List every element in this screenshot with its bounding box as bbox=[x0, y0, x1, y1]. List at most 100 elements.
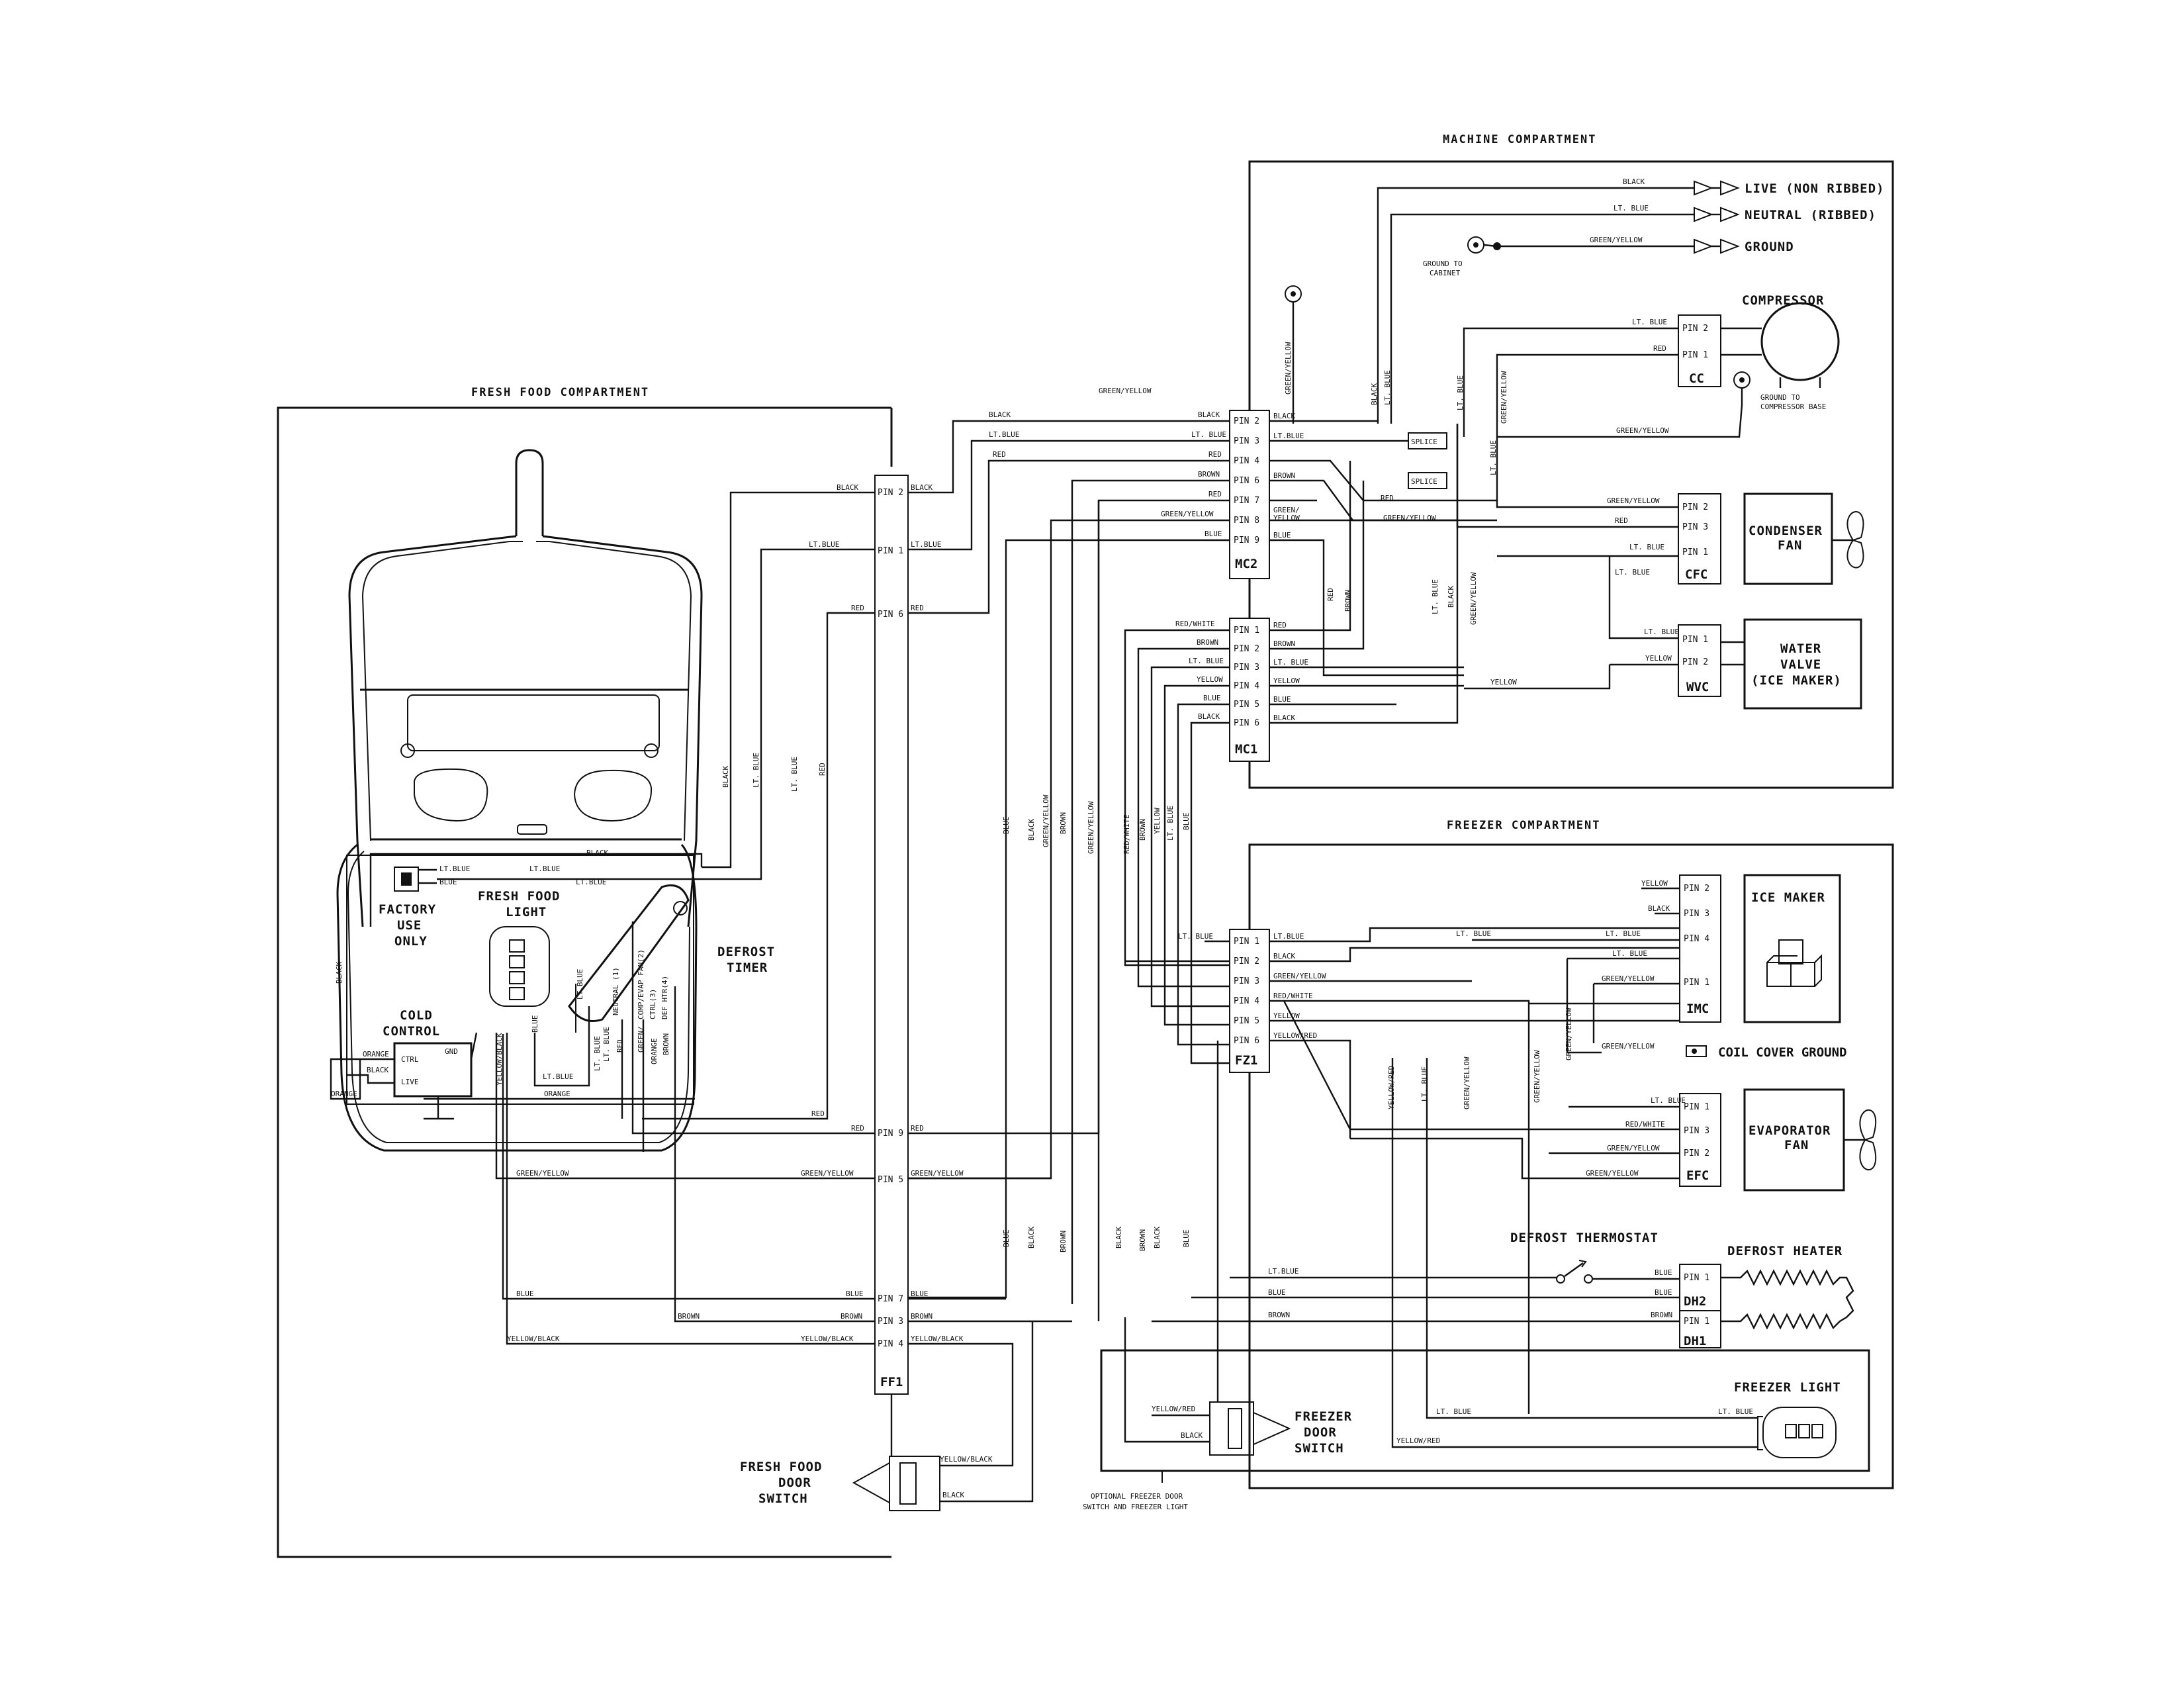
ice-maker-box bbox=[1743, 874, 1841, 1023]
fresh-food-light-icon bbox=[489, 926, 550, 1007]
svg-text:PIN 9: PIN 9 bbox=[1234, 536, 1259, 545]
wire-label-h-gy-top: GREEN/YELLOW bbox=[1099, 387, 1152, 395]
wire-label-v-ltblue-h: LT. BLUE bbox=[1166, 806, 1175, 841]
wire-label-ff1r-black: BLACK bbox=[911, 483, 933, 492]
fresh-food-light-label-2: LIGHT bbox=[506, 905, 547, 919]
fresh-food-door-switch-icon bbox=[852, 1456, 940, 1511]
wire-label-ff1r-red: RED bbox=[911, 604, 924, 612]
wire-label-v-black-l3: BLACK bbox=[1153, 1227, 1161, 1248]
svg-text:PIN 4: PIN 4 bbox=[1234, 456, 1259, 466]
wire-label-fz-ltblue: LT.BLUE bbox=[1273, 932, 1304, 941]
wire-label-v-blue-h2: BLUE bbox=[1182, 813, 1191, 831]
mc1-name: MC1 bbox=[1235, 742, 1257, 757]
dh1-pin-1: PIN 1 bbox=[1684, 1317, 1709, 1327]
imc-pin-4: PIN 4 bbox=[1684, 934, 1709, 944]
wire-label-v-black-a: BLACK bbox=[1370, 383, 1379, 405]
wire-label-v-black-l1: BLACK bbox=[1027, 1227, 1036, 1248]
svg-text:PIN 7: PIN 7 bbox=[1234, 496, 1259, 506]
defrost-timer-icon bbox=[568, 884, 690, 1033]
wire-label-cc-orange-a: ORANGE bbox=[363, 1050, 389, 1058]
wvc-name: WVC bbox=[1686, 680, 1709, 694]
wire-label-fz-yellow: YELLOW bbox=[1273, 1011, 1300, 1020]
wire-label-fds-yellowred: YELLOW/RED bbox=[1152, 1405, 1195, 1413]
compressor-icon bbox=[1760, 302, 1840, 381]
wire-label-ltblue-cfc1: LT. BLUE bbox=[1629, 543, 1664, 551]
svg-text:PIN 8: PIN 8 bbox=[1234, 516, 1259, 526]
compressor-label: COMPRESSOR bbox=[1742, 293, 1824, 308]
ground-cabinet-label-2: CABINET bbox=[1430, 269, 1461, 277]
svg-text:PIN 3: PIN 3 bbox=[1234, 663, 1259, 673]
power-lines bbox=[1377, 180, 1740, 424]
wire-label-mc2l-ltblue: LT. BLUE bbox=[1191, 430, 1226, 439]
wire-label-ff1l-red9: RED bbox=[851, 1124, 864, 1133]
optional-freezer-box bbox=[1100, 1349, 1870, 1472]
wire-label-ff1l-blue7: BLUE bbox=[846, 1289, 864, 1298]
wire-label-v-black-ffl: BLACK bbox=[721, 766, 730, 788]
svg-text:PIN 4: PIN 4 bbox=[1234, 681, 1259, 691]
wvc-pin-2: PIN 2 bbox=[1682, 657, 1708, 667]
wire-label-light-blue: BLUE bbox=[531, 1015, 539, 1033]
ground-compressor-icon bbox=[1497, 371, 1751, 438]
wire-label-cc-ltblue: LT.BLUE bbox=[543, 1072, 573, 1081]
fz1-name: FZ1 bbox=[1235, 1053, 1257, 1068]
wire-label-mc1-black: BLACK bbox=[1273, 714, 1295, 722]
wire-label-mc2l-brown: BROWN bbox=[1198, 470, 1220, 479]
wire-label-mc2-brown: BROWN bbox=[1273, 471, 1295, 480]
wire-label-mc2-ltblue: LT.BLUE bbox=[1273, 432, 1304, 440]
wire-label-cc-orange-b: ORANGE bbox=[331, 1090, 357, 1098]
svg-text:PIN 2: PIN 2 bbox=[1234, 957, 1259, 966]
wire-label-imc-yellow: YELLOW bbox=[1641, 879, 1668, 888]
wire-label-v-black-l2: BLACK bbox=[1115, 1227, 1123, 1248]
fz1-connector bbox=[1229, 929, 1270, 1073]
fz1-pins: PIN 1 PIN 2 PIN 3 PIN 4 PIN 5 PIN 6 bbox=[1234, 937, 1259, 1046]
mc2-name: MC2 bbox=[1235, 557, 1257, 571]
splice-upper bbox=[1408, 432, 1447, 449]
wire-label-v-brown-h2: BROWN bbox=[1138, 819, 1147, 841]
ice-cubes-icon bbox=[1766, 939, 1822, 987]
timer-terminal-4: DEF HTR(4) bbox=[660, 976, 669, 1019]
wire-label-mc1-brown: BROWN bbox=[1273, 639, 1295, 648]
wire-label-efc-redwhite: RED/WHITE bbox=[1625, 1120, 1665, 1129]
wire-label-v-yellow-h: YELLOW bbox=[1153, 808, 1161, 834]
wire-label-ff1l-ltblue: LT.BLUE bbox=[809, 540, 839, 549]
defrost-heater-label: DEFROST HEATER bbox=[1727, 1244, 1843, 1258]
timer-terminal-2: COMP/EVAP FAN(2) bbox=[637, 949, 645, 1019]
efc-pin-3: PIN 3 bbox=[1684, 1126, 1709, 1136]
wire-label-fl-ltblue-a: LT. BLUE bbox=[1436, 1407, 1471, 1416]
wire-label-v-ltblue-d: LT. BLUE bbox=[1431, 579, 1439, 614]
wire-label-ff1r-ltblue: LT.BLUE bbox=[911, 540, 941, 549]
live-label: LIVE (NON RIBBED) bbox=[1745, 181, 1884, 196]
svg-text:PIN 4: PIN 4 bbox=[1234, 996, 1259, 1006]
wire-label-v-blue-l1: BLUE bbox=[1002, 1230, 1011, 1248]
wire-label-gy-comp-ground: GREEN/YELLOW bbox=[1616, 426, 1669, 435]
wire-label-ff1r-brown3: BROWN bbox=[911, 1312, 933, 1321]
mc2-connector bbox=[1229, 410, 1270, 579]
wire-label-fzl-ltblue: LT. BLUE bbox=[1178, 932, 1213, 941]
wire-label-fz-v-gy2: GREEN/YELLOW bbox=[1533, 1050, 1541, 1103]
dh1-name: DH1 bbox=[1684, 1334, 1706, 1348]
splice-lower-label: SPLICE bbox=[1411, 477, 1437, 486]
wire-label-fz-v-gy3: GREEN/YELLOW bbox=[1565, 1008, 1573, 1060]
ff1-name: FF1 bbox=[880, 1375, 903, 1389]
wire-label-ffl-red: RED bbox=[811, 1109, 825, 1118]
wire-label-ff1l-yb4: YELLOW/BLACK bbox=[801, 1335, 854, 1343]
ff1-connector bbox=[874, 475, 909, 1395]
cfc-name: CFC bbox=[1685, 567, 1707, 582]
wire-label-fz-yellowred: YELLOW/RED bbox=[1273, 1031, 1317, 1040]
wire-label-efc-gy-b: GREEN/YELLOW bbox=[1586, 1169, 1639, 1178]
cfc-pin-2: PIN 2 bbox=[1682, 502, 1708, 512]
wire-label-yellow-wvc2: YELLOW bbox=[1645, 654, 1672, 663]
wire-label-h-ltblue-top: LT.BLUE bbox=[989, 430, 1019, 439]
wire-label-timer-ltblue-c: LT. BLUE bbox=[602, 1027, 611, 1062]
wire-label-board-ltblue-b: LT.BLUE bbox=[576, 878, 606, 886]
wire-label-fz-v-yellowred: YELLOW/RED bbox=[1387, 1066, 1396, 1109]
svg-text:PIN 6: PIN 6 bbox=[1234, 1036, 1259, 1046]
wire-label-imc-gy: GREEN/YELLOW bbox=[1602, 974, 1655, 983]
ice-maker-label: ICE MAKER bbox=[1751, 890, 1825, 905]
neutral-label: NEUTRAL (RIBBED) bbox=[1745, 208, 1876, 222]
wire-label-timer-ltblue-a: LT.BLUE bbox=[576, 969, 584, 1000]
wire-label-v-gy-h1: GREEN/YELLOW bbox=[1042, 794, 1050, 847]
wire-label-ff1r-red9: RED bbox=[911, 1124, 924, 1133]
freezer-door-switch-icon bbox=[1209, 1401, 1291, 1456]
svg-text:PIN 5: PIN 5 bbox=[878, 1175, 903, 1185]
